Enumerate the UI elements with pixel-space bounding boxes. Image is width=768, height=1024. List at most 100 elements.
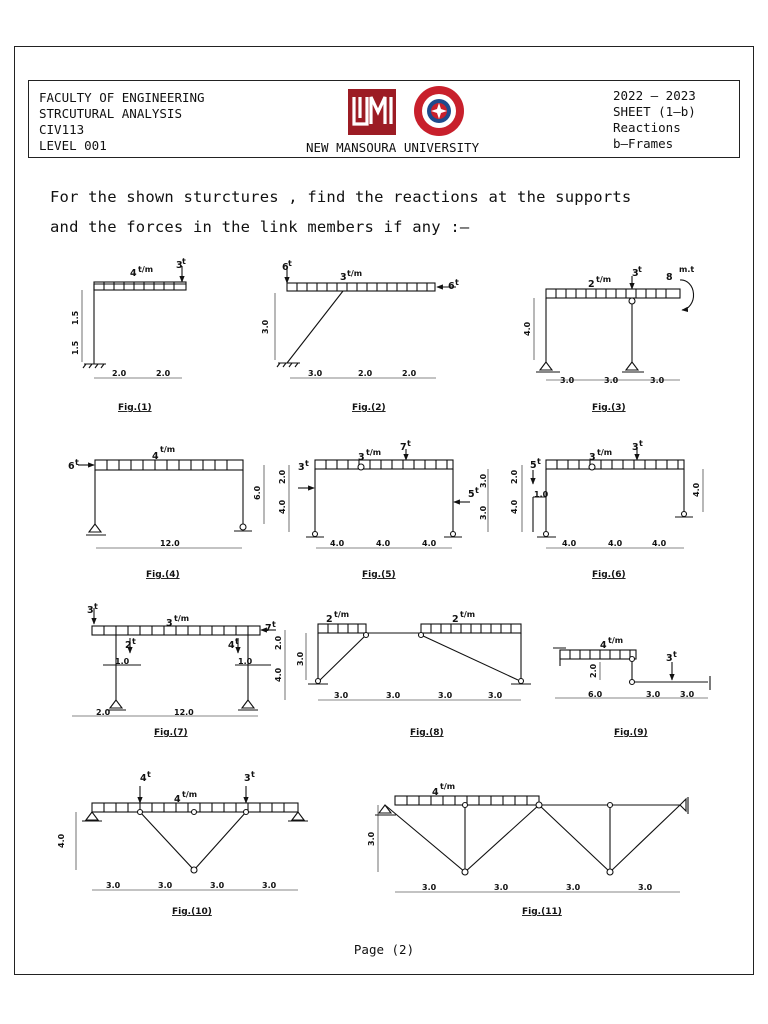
- fig9-load-p: 3: [666, 653, 673, 664]
- fig3-dim-1: 3.0: [560, 376, 575, 385]
- fig11-dim-4: 3.0: [638, 883, 653, 892]
- fig6-load-p2: 3: [632, 442, 639, 453]
- fig7-load-p4: 4: [228, 640, 235, 651]
- fig8-dim-1: 3.0: [334, 691, 349, 700]
- fig6-load-p1: 5: [530, 460, 537, 471]
- fig9-load-p-unit: t: [673, 650, 677, 659]
- fig1-dim-left: 2.0: [112, 369, 127, 378]
- fig1-caption: Fig.(1): [118, 403, 152, 413]
- fig8-load-w1-unit: t/m: [334, 610, 349, 619]
- fig8-load-w1: 2: [326, 614, 333, 625]
- fig3-load-m-unit: m.t: [679, 265, 694, 274]
- fig7-dim-off-right: 1.0: [238, 657, 253, 666]
- fig10-dim-2: 3.0: [158, 881, 173, 890]
- fig10-caption: Fig.(10): [172, 907, 212, 917]
- fig6-dim-2: 4.0: [608, 539, 623, 548]
- figure-3: [533, 276, 695, 381]
- fig4-load-p-unit: t: [75, 458, 79, 467]
- fig6-load-p2-unit: t: [639, 439, 643, 448]
- fig10-dim-4: 3.0: [262, 881, 277, 890]
- fig9-dim-2: 3.0: [646, 690, 661, 699]
- fig11-dim-3: 3.0: [566, 883, 581, 892]
- fig3-load-p-unit: t: [638, 265, 642, 274]
- sheet-header: FACULTY OF ENGINEERING STRCUTURAL ANALYS…: [28, 80, 740, 158]
- fig2-load-p1-unit: t: [288, 259, 292, 268]
- fig8-load-w2-unit: t/m: [460, 610, 475, 619]
- fig5-load-w-unit: t/m: [366, 448, 381, 457]
- fig4-load-w: 4: [152, 451, 159, 462]
- page-border: [14, 46, 754, 975]
- course-name: STRCUTURAL ANALYSIS: [39, 106, 182, 121]
- fig9-load-w-unit: t/m: [608, 636, 623, 645]
- fig3-load-p: 3: [632, 268, 639, 279]
- fig5-load-p3: 5: [468, 489, 475, 500]
- fig4-dim-span: 12.0: [160, 539, 180, 548]
- fig5-load-p2: 7: [400, 442, 407, 453]
- fig11-load-w-unit: t/m: [440, 782, 455, 791]
- fig8-dim-2: 3.0: [386, 691, 401, 700]
- fig10-load-w: 4: [174, 794, 181, 805]
- fig5-dim-2: 4.0: [376, 539, 391, 548]
- question-line-1: For the shown sturctures , find the reac…: [50, 188, 632, 206]
- fig5-load-p1: 3: [298, 462, 305, 473]
- university-seal: [414, 86, 464, 136]
- fig1-load-p: 3: [176, 260, 183, 271]
- figure-10: [75, 786, 308, 891]
- fig7-load-p4-unit: t: [235, 637, 239, 646]
- fig9-dim-1: 6.0: [588, 690, 603, 699]
- fig10-load-w-unit: t/m: [182, 790, 197, 799]
- figure-7: [72, 608, 286, 717]
- sheet-topic: Reactions: [613, 120, 681, 135]
- fig7-load-w: 3: [166, 618, 173, 629]
- fig6-dim-1: 4.0: [562, 539, 577, 548]
- fig11-load-w: 4: [432, 787, 439, 798]
- level-label: LEVEL 001: [39, 138, 107, 153]
- fig2-dim-1: 3.0: [308, 369, 323, 378]
- fig5-load-w: 3: [358, 452, 365, 463]
- fig11-dim-height: 3.0: [367, 831, 376, 846]
- fig7-load-p2: 7: [265, 623, 272, 634]
- fig5-dim-right-upper: 3.0: [479, 473, 488, 488]
- figure-8: [305, 623, 531, 701]
- fig2-load-w: 3: [340, 272, 347, 283]
- fig2-load-p2: 6: [448, 281, 455, 292]
- fig7-load-p1-unit: t: [94, 602, 98, 611]
- university-name: NEW MANSOURA UNIVERSITY: [306, 140, 480, 155]
- fig3-caption: Fig.(3): [592, 403, 626, 413]
- fig2-dim-2: 2.0: [358, 369, 373, 378]
- fig8-caption: Fig.(8): [410, 728, 444, 738]
- fig1-load-p-unit: t: [182, 257, 186, 266]
- fig7-dim-span: 12.0: [174, 708, 194, 717]
- fig10-dim-3: 3.0: [210, 881, 225, 890]
- fig5-load-p1-unit: t: [305, 459, 309, 468]
- fig6-dim-lower: 4.0: [510, 499, 519, 514]
- fig7-load-w-unit: t/m: [174, 614, 189, 623]
- figure-6: [521, 449, 704, 549]
- fig1-dim-lower: 1.5: [71, 340, 80, 355]
- fig7-dim-upper: 2.0: [274, 635, 283, 650]
- fig3-dim-3: 3.0: [650, 376, 665, 385]
- sheet-number: SHEET (1–b): [613, 104, 696, 119]
- figure-2: [274, 266, 456, 379]
- fig11-dim-1: 3.0: [422, 883, 437, 892]
- fig7-dim-lower: 4.0: [274, 667, 283, 682]
- fig4-load-p: 6: [68, 461, 75, 472]
- fig7-dim-overhang: 2.0: [96, 708, 111, 717]
- sheet-subtopic: b–Frames: [613, 136, 674, 151]
- fig2-load-w-unit: t/m: [347, 269, 362, 278]
- fig3-load-w: 2: [588, 279, 595, 290]
- fig10-dim-height: 4.0: [57, 833, 66, 848]
- fig10-load-p1-unit: t: [147, 770, 151, 779]
- fig7-load-p2-unit: t: [272, 620, 276, 629]
- fig9-dim-height: 2.0: [589, 663, 598, 678]
- fig3-load-w-unit: t/m: [596, 275, 611, 284]
- fig5-caption: Fig.(5): [362, 570, 396, 580]
- figure-1: [81, 266, 187, 379]
- fig2-dim-height: 3.0: [261, 319, 270, 334]
- fig2-caption: Fig.(2): [352, 403, 386, 413]
- fig6-dim-offset: 1.0: [534, 490, 549, 499]
- figure-4: [78, 459, 265, 549]
- fig1-dim-upper: 1.5: [71, 310, 80, 325]
- figure-9: [553, 647, 711, 699]
- fig7-dim-off-left: 1.0: [115, 657, 130, 666]
